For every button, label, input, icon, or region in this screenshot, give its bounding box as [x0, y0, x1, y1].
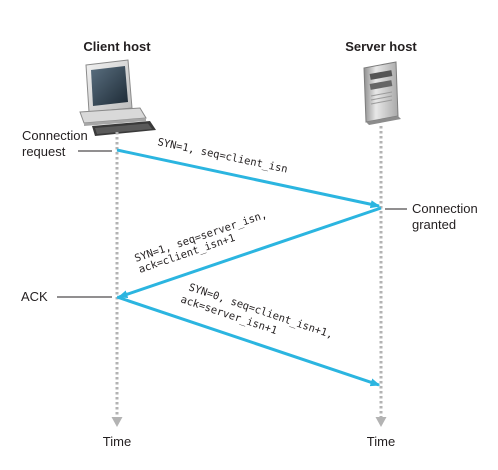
server-timeline-arrowhead: [375, 417, 387, 427]
synack-message-label-line1: SYN=1, seq=server_isn,: [133, 209, 269, 265]
syn-message-label: SYN=1, seq=client_isn: [156, 136, 288, 175]
client-timeline-arrowhead: [111, 417, 123, 427]
ack-label: ACK: [21, 289, 48, 304]
server-tower-icon: [363, 61, 401, 125]
connection-granted-label-line2: granted: [412, 217, 456, 232]
client-time-label: Time: [103, 434, 131, 449]
synack-arrow: [117, 206, 382, 299]
connection-granted-label-line1: Connection: [412, 201, 478, 216]
server-host-title: Server host: [345, 39, 417, 54]
client-host-title: Client host: [83, 39, 151, 54]
server-time-label: Time: [367, 434, 395, 449]
connection-request-label-line2: request: [22, 144, 66, 159]
ack-message-arrow: [116, 295, 381, 387]
connection-request-label-line1: Connection: [22, 128, 88, 143]
syn-arrow: [116, 148, 381, 209]
desktop-computer-icon: [79, 59, 156, 136]
